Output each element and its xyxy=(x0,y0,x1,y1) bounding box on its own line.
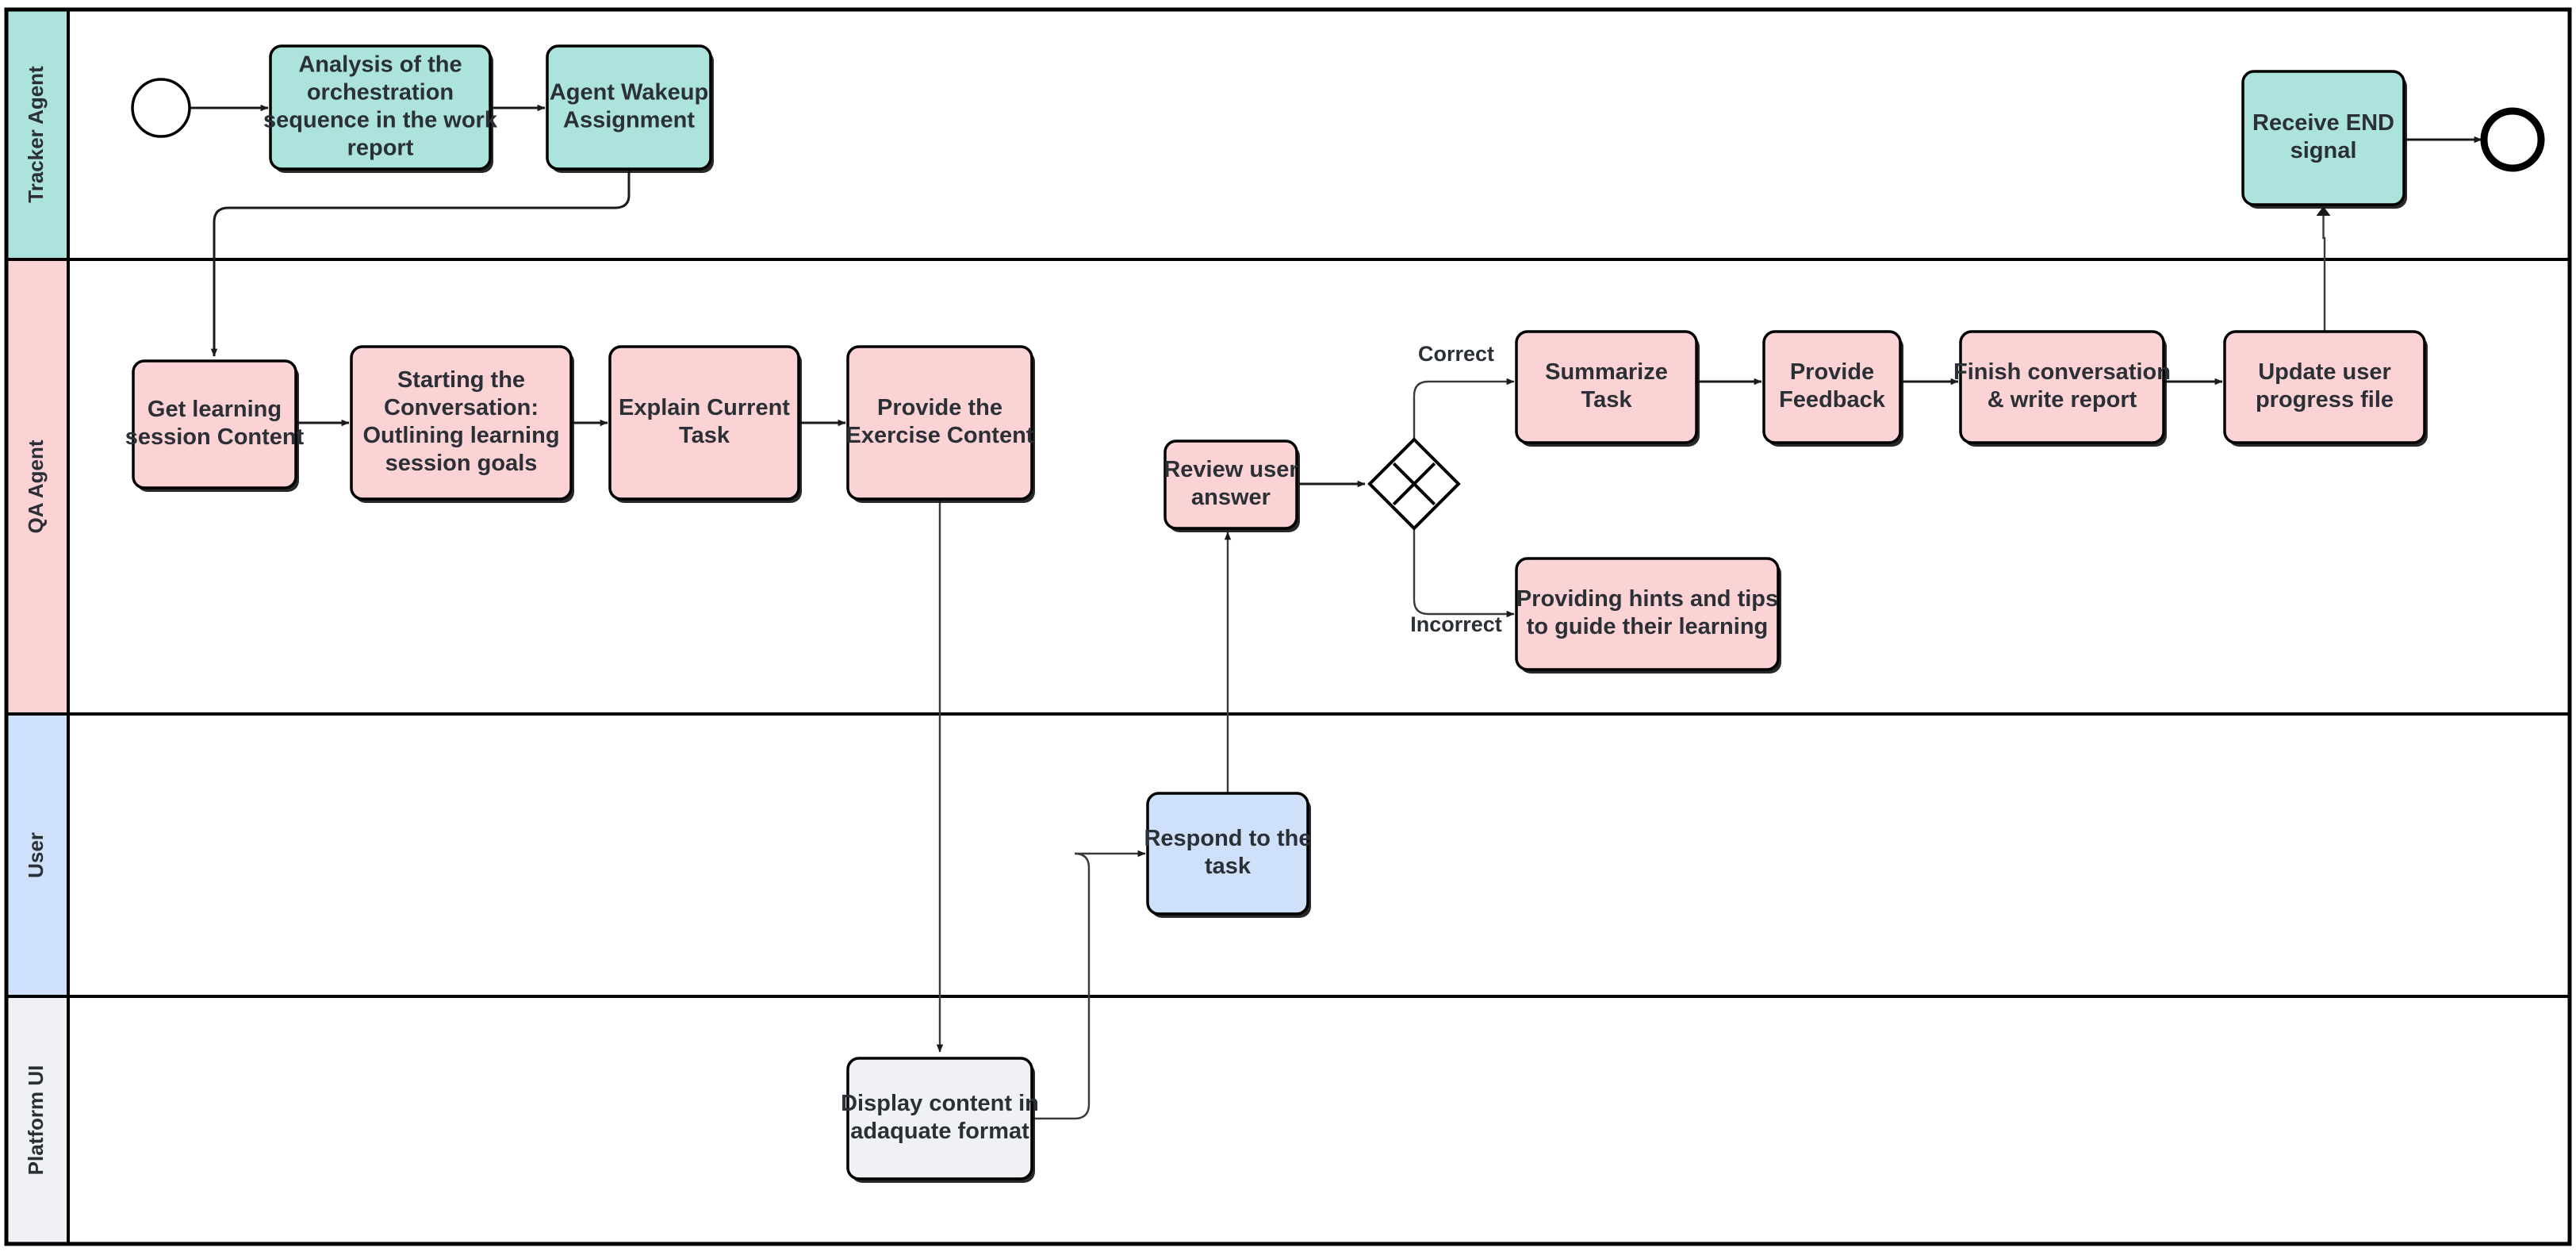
flow-label-incorrect: Incorrect xyxy=(1410,612,1502,636)
task-label-summarize-task-line-2: Task xyxy=(1581,387,1633,413)
sequence-flows-layer xyxy=(190,104,2482,1120)
task-box-update-user-progress-file[interactable] xyxy=(2223,330,2426,444)
task-label-explain-current-task-line-2: Task xyxy=(679,423,730,448)
task-label-finish-conversation-write-report-line-1: Finish conversation xyxy=(1953,359,2171,385)
task-label-receive-end-signal-line-2: signal xyxy=(2290,138,2357,163)
task-finish-conversation-write-report[interactable]: Finish conversation& write report xyxy=(1953,330,2171,447)
task-label-respond-to-the-task-line-1: Respond to the xyxy=(1144,826,1311,851)
task-label-provide-feedback-line-2: Feedback xyxy=(1779,387,1886,413)
task-label-analysis-orchestration-sequence-line-4: report xyxy=(347,136,414,161)
pool-outline xyxy=(4,7,2572,1246)
task-display-content-adaquate-format[interactable]: Display content in adaquate format xyxy=(841,1057,1039,1183)
task-label-update-user-progress-file-line-2: progress file xyxy=(2256,387,2394,413)
lane-header-user xyxy=(5,712,70,998)
lane-label-platform-ui: Platform UI xyxy=(24,1065,48,1176)
lane-header-tracker-agent xyxy=(5,8,70,261)
task-box-provide-the-exercise-content[interactable] xyxy=(846,345,1033,501)
task-box-display-content-adaquate-format[interactable] xyxy=(846,1057,1033,1180)
start-event-start-event[interactable] xyxy=(131,78,191,138)
start-event-circle-icon[interactable] xyxy=(131,78,191,138)
end-event-circle-icon[interactable] xyxy=(2480,107,2545,172)
task-label-agent-wakeup-assignment-line-2: Assignment xyxy=(563,108,695,133)
task-box-respond-to-the-task[interactable] xyxy=(1146,792,1309,915)
task-label-explain-current-task-line-1: Explain Current xyxy=(619,395,790,420)
task-label-finish-conversation-write-report-line-2: & write report xyxy=(1988,387,2137,413)
task-box-receive-end-signal[interactable] xyxy=(2241,70,2405,206)
task-label-review-user-answer-line-2: answer xyxy=(1191,485,1271,510)
task-label-agent-wakeup-assignment-line-1: Agent Wakeup xyxy=(550,80,708,106)
lane-label-user: User xyxy=(24,832,48,878)
task-label-starting-the-conversation-line-2: Conversation: xyxy=(384,395,539,420)
task-box-analysis-orchestration-sequence[interactable] xyxy=(269,44,492,171)
task-label-starting-the-conversation-line-1: Starting the xyxy=(397,367,525,393)
task-box-explain-current-task[interactable] xyxy=(608,345,800,501)
task-label-provide-the-exercise-content-line-2: Exercise Content xyxy=(846,423,1034,448)
lane-label-tracker-agent: Tracker Agent xyxy=(24,66,48,203)
task-respond-to-the-task[interactable]: Respond to the task xyxy=(1144,792,1312,918)
task-box-finish-conversation-write-report[interactable] xyxy=(1959,330,2165,444)
task-label-starting-the-conversation-line-3: Outlining learning xyxy=(362,423,559,448)
task-label-analysis-orchestration-sequence-line-3: sequence in the work xyxy=(263,108,498,133)
task-label-starting-the-conversation-line-4: session goals xyxy=(385,451,538,476)
task-label-providing-hints-and-tips-line-2: to guide their learning xyxy=(1527,614,1769,639)
flow-wakeup-to-get-content xyxy=(210,169,631,357)
task-review-user-answer[interactable]: Review user answer xyxy=(1163,439,1300,532)
flow-display-to-respond xyxy=(1032,850,1146,1120)
task-box-summarize-task[interactable] xyxy=(1515,330,1698,444)
swimlane-platform-ui: Platform UI xyxy=(5,995,2571,1245)
task-label-provide-feedback-line-1: Provide xyxy=(1790,359,1874,385)
task-label-respond-to-the-task-line-2: task xyxy=(1205,854,1252,879)
task-label-get-learning-session-content-line-2: session Content xyxy=(125,424,305,450)
flow-label-correct: Correct xyxy=(1418,342,1494,366)
flow-gateway-correct xyxy=(1413,378,1515,439)
flow-update-to-receive-end-arrowhead xyxy=(2316,206,2331,216)
flow-update-to-receive-end xyxy=(2322,209,2326,332)
task-label-update-user-progress-file-line-1: Update user xyxy=(2258,359,2391,385)
lane-body-platform-ui xyxy=(5,995,2571,1245)
task-label-receive-end-signal-line-1: Receive END xyxy=(2252,110,2394,136)
task-label-summarize-task-line-1: Summarize xyxy=(1545,359,1668,385)
task-label-display-content-adaquate-format-line-2: adaquate format xyxy=(850,1119,1029,1144)
lane-header-platform-ui xyxy=(5,995,70,1245)
task-box-providing-hints-and-tips[interactable] xyxy=(1515,557,1780,671)
lane-label-qa-agent: QA Agent xyxy=(24,439,48,533)
task-label-providing-hints-and-tips-line-1: Providing hints and tips xyxy=(1516,586,1778,612)
task-label-display-content-adaquate-format-line-1: Display content in xyxy=(841,1091,1039,1116)
task-label-provide-the-exercise-content-line-1: Provide the xyxy=(877,395,1002,420)
gateway-answer-gateway[interactable] xyxy=(1367,437,1461,531)
task-label-analysis-orchestration-sequence-line-1: Analysis of the xyxy=(298,52,462,78)
task-label-get-learning-session-content-line-1: Get learning xyxy=(148,397,282,422)
task-label-analysis-orchestration-sequence-line-2: orchestration xyxy=(307,80,454,106)
task-box-starting-the-conversation[interactable] xyxy=(350,345,573,501)
task-box-review-user-answer[interactable] xyxy=(1163,439,1298,530)
task-box-provide-feedback[interactable] xyxy=(1762,330,1902,444)
end-event-end-event[interactable] xyxy=(2480,107,2545,172)
exclusive-gateway-x-icon xyxy=(1392,462,1436,506)
task-label-review-user-answer-line-1: Review user xyxy=(1163,457,1298,482)
task-box-agent-wakeup-assignment[interactable] xyxy=(546,44,712,171)
task-box-get-learning-session-content[interactable] xyxy=(132,359,297,489)
flow-gateway-incorrect xyxy=(1413,528,1515,618)
